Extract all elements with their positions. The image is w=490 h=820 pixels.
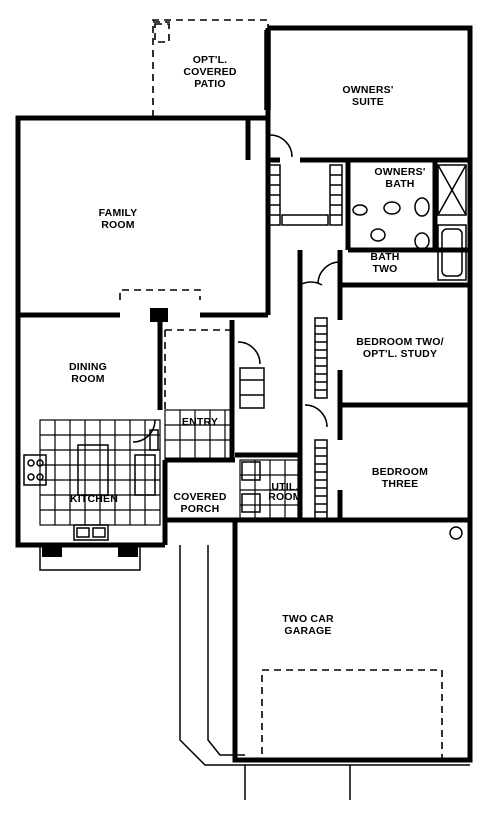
covered-porch-label-2: PORCH [181,503,220,515]
owners-bath-label-1: OWNERS' [374,166,425,178]
dining-room-label-2: ROOM [71,373,105,385]
room-labels: OWNERS' SUITE OWNERS' BATH FAMILY ROOM B… [69,84,444,637]
bath-two-label-1: BATH [370,251,399,263]
owners-suite-label-1: OWNERS' [342,84,393,96]
garage-label-1: TWO CAR [282,613,334,625]
util-room-label-1: UTIL. [271,481,298,493]
covered-porch-label-1: COVERED [173,491,227,503]
door-swings [132,134,341,443]
patio-label: OPT'L. COVERED PATIO [183,54,237,90]
family-room-label-2: ROOM [101,219,135,231]
kitchen-label: KITCHEN [70,493,118,505]
dining-room-label-1: DINING [69,361,107,373]
bedroom-two-label-1: BEDROOM TWO/ [356,336,444,348]
bath-two-label-2: TWO [372,263,397,275]
bedroom-three-label-2: THREE [382,478,419,490]
entry-label: ENTRY [182,416,218,428]
entry-tile-floor [164,409,233,461]
owners-bath-fixtures [352,164,467,250]
kitchen-bay [39,544,141,571]
patio-label-line-3: PATIO [194,78,226,90]
util-room-label-2: ROOM [268,491,302,503]
patio-label-line-1: OPT'L. [193,54,228,66]
bedroom-two-label-2: OPT'L. STUDY [363,348,437,360]
family-room-label-1: FAMILY [99,207,138,219]
garage-label-2: GARAGE [284,625,331,637]
optional-openings [119,289,232,410]
exterior-walls [15,25,473,763]
bedroom-three-label-1: BEDROOM [372,466,428,478]
bath-two-tub [437,224,467,281]
patio-label-line-2: COVERED [183,66,237,78]
utility-tile-floor [239,459,299,519]
owners-suite-label-2: SUITE [352,96,384,108]
garage-details [179,526,470,800]
kitchen-tile-floor [23,419,161,541]
closet-shelving [239,164,343,521]
owners-bath-label-2: BATH [385,178,414,190]
